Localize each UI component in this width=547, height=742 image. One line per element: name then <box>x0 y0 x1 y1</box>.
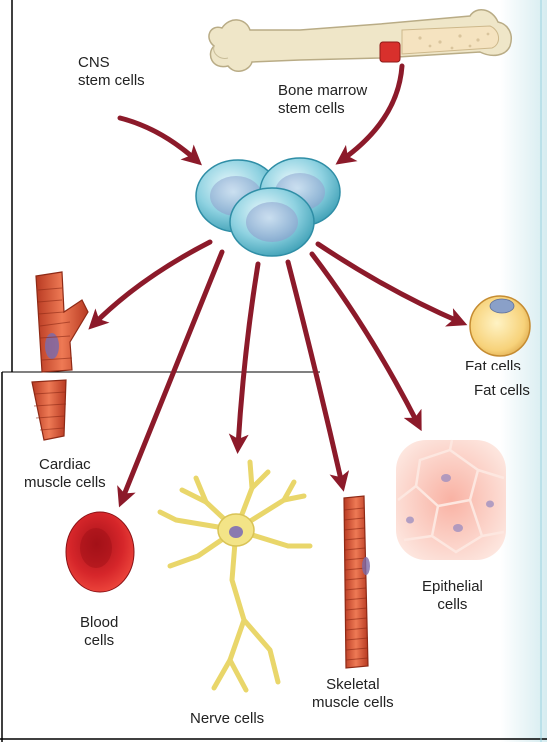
label-cardiac-muscle-cells: Cardiac muscle cells <box>24 456 106 492</box>
arrows <box>94 66 460 500</box>
label-blood-cells: Blood cells <box>80 614 118 650</box>
label-skeletal-muscle-cells: Skeletal muscle cells <box>312 676 394 712</box>
stem-cell-cluster <box>196 158 340 256</box>
bone-illustration <box>209 10 511 71</box>
arrow-epithelial <box>312 254 418 424</box>
fat-cell-illustration <box>470 296 530 356</box>
arrow-nerve <box>238 264 258 446</box>
background-edge <box>500 0 547 742</box>
label-fat-cells-clipped: Fat cells <box>465 358 547 370</box>
label-fat-cells: Fat cells <box>474 382 530 400</box>
blood-cell-illustration <box>66 512 134 592</box>
arrow-cns <box>120 118 196 160</box>
label-cns-stem-cells: CNS stem cells <box>78 54 145 90</box>
label-bone-marrow-stem-cells: Bone marrow stem cells <box>278 82 367 118</box>
label-epithelial-cells: Epithelial cells <box>422 578 483 614</box>
label-nerve-cells: Nerve cells <box>190 710 264 728</box>
arrow-fat <box>318 244 460 322</box>
arrow-skeletal <box>288 262 342 484</box>
epithelial-cells-illustration <box>396 440 506 560</box>
nerve-cell-illustration <box>160 462 310 690</box>
arrow-cardiac <box>94 242 210 324</box>
skeletal-muscle-illustration <box>344 496 370 668</box>
cardiac-muscle-illustration <box>32 272 88 440</box>
